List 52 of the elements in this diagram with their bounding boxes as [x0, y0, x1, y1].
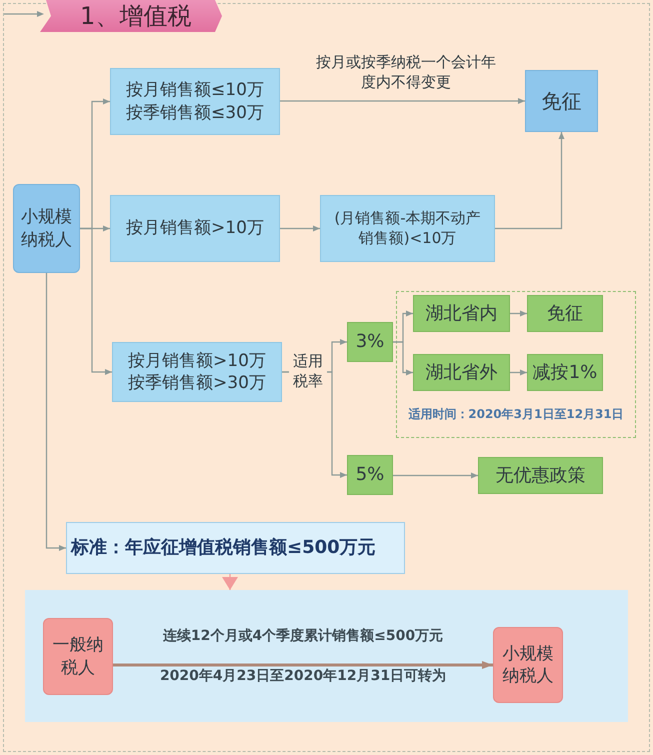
arrow — [113, 661, 493, 669]
note-text: 2020年4月23日至2020年12月31日可转为 — [158, 667, 448, 686]
transfer-panel — [25, 590, 628, 722]
taxpayer-box — [43, 618, 113, 695]
taxpayer-box — [493, 627, 563, 703]
standard-box — [66, 522, 405, 574]
arrow — [280, 226, 320, 232]
result-text: 无优惠政策 — [496, 464, 586, 488]
result-box — [527, 354, 603, 391]
result-box — [478, 457, 603, 494]
arrow — [510, 370, 527, 376]
region-text: 湖北省内 — [426, 302, 498, 326]
date-range-note: 适用时间：2020年3月1日至12月31日 — [408, 407, 624, 423]
rate-text: 3% — [356, 330, 384, 354]
standard-text: 标准：年应征增值税销售额≤500万元 — [71, 536, 376, 560]
condition-box — [110, 195, 280, 262]
taxpayer-text: 小规模纳税人 — [502, 642, 554, 688]
arrow — [224, 574, 236, 590]
arrow — [80, 228, 112, 375]
result-text: 免征 — [547, 302, 583, 326]
condition-text: 按季销售额≤30万 — [126, 102, 264, 124]
condition-box — [110, 68, 280, 135]
edge-label: 连续12个月或4个季度累计销售额≤500万元 — [162, 627, 444, 646]
arrow — [393, 472, 478, 478]
result-box — [527, 295, 603, 332]
condition-text: (月销售额-本期不动产销售额)<10万 — [333, 209, 482, 248]
condition-text: 按月销售额>10万 — [128, 350, 266, 372]
taxpayer-box — [13, 184, 80, 273]
region-text: 湖北省外 — [426, 360, 498, 384]
arrow — [495, 132, 564, 230]
condition-text: 按月销售额≤10万 — [126, 79, 264, 102]
arrow — [46, 273, 66, 551]
rate-text: 5% — [356, 463, 384, 487]
result-box — [525, 70, 598, 132]
edge-label: 按月或按季纳税一个会计年度内不得变更 — [315, 52, 497, 92]
rate-box — [347, 455, 393, 495]
region-box — [413, 295, 510, 332]
condition-box — [320, 195, 495, 262]
arrow — [510, 310, 527, 316]
condition-text: 按月销售额>10万 — [126, 217, 264, 240]
region-box — [413, 354, 510, 391]
condition-box — [112, 342, 282, 402]
title-banner: 1、增值税 — [40, 0, 222, 32]
dashed-group-frame — [396, 291, 636, 438]
result-text: 免征 — [542, 88, 582, 114]
condition-text: 按季销售额>30万 — [128, 372, 266, 394]
result-text: 减按1% — [532, 360, 598, 384]
taxpayer-text: 一般纳税人 — [52, 634, 104, 679]
rate-box — [347, 322, 393, 362]
arrow — [393, 341, 413, 376]
taxpayer-text: 小规模纳税人 — [20, 206, 72, 251]
arrow — [280, 98, 525, 104]
